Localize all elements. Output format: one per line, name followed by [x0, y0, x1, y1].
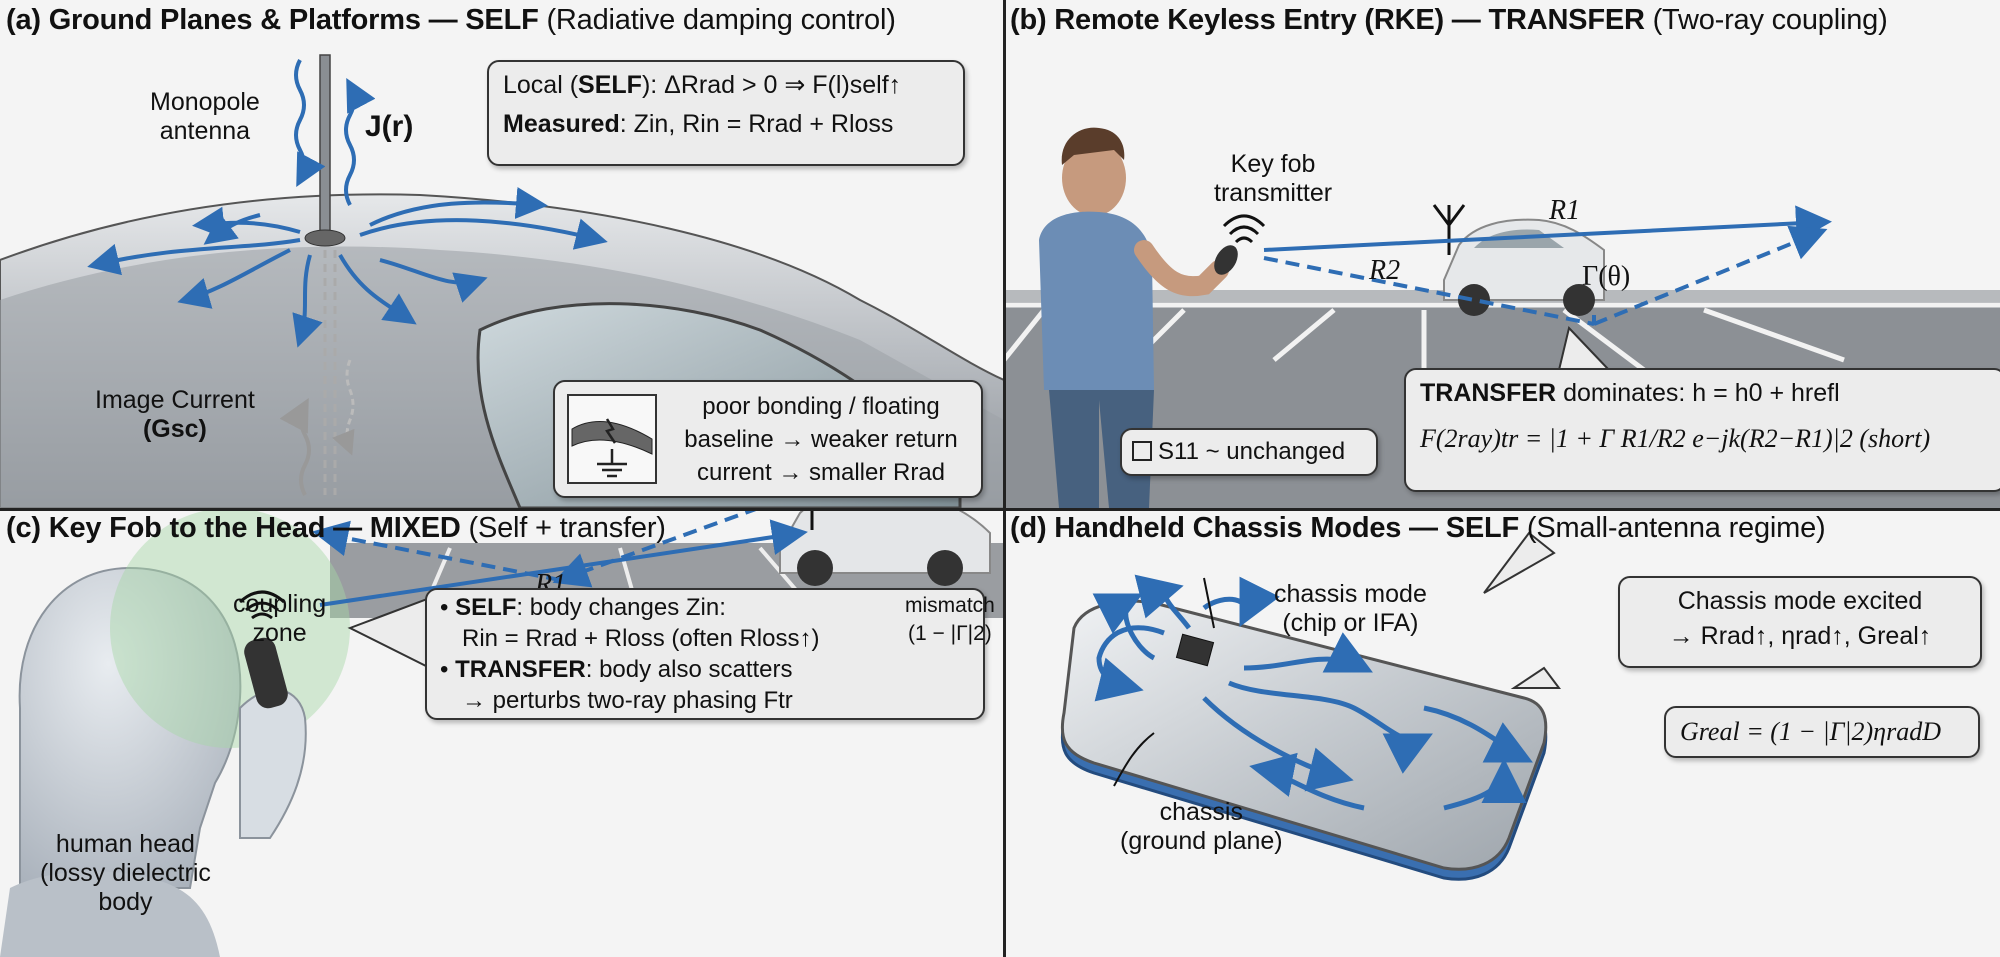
- vertical-divider: [1003, 0, 1006, 957]
- chassis-mode-label: chassis mode(chip or IFA): [1274, 580, 1427, 637]
- r2-label: R2: [1369, 255, 1401, 286]
- chip-antenna-icon: [1175, 633, 1215, 667]
- chassis-current-arrows: [1092, 574, 1533, 811]
- horizontal-divider: [0, 508, 2000, 511]
- transfer-box: TRANSFER dominates: h = h0 + hrefl F(2ra…: [1404, 368, 2000, 492]
- parked-car-c: [779, 508, 991, 586]
- reflected-ray-r2-a: [1263, 256, 1595, 326]
- panel-a-title: (a) Ground Planes & Platforms — SELF (Ra…: [6, 4, 896, 36]
- surface-current-arrows: [87, 187, 608, 348]
- panel-d: (d) Handheld Chassis Modes — SELF (Small…: [1004, 508, 2000, 957]
- panel-d-title: (d) Handheld Chassis Modes — SELF (Small…: [1010, 512, 1826, 544]
- signal-waves-icon-c: [238, 590, 286, 620]
- chassis-excited-box: Chassis mode excited → Rrad↑, ηrad↑, Gre…: [1618, 576, 1982, 668]
- panel-a: (a) Ground Planes & Platforms — SELF (Ra…: [0, 0, 1004, 508]
- bonding-note-box: poor bonding / floating baseline → weake…: [553, 380, 983, 498]
- chassis-label: chassis(ground plane): [1120, 798, 1283, 855]
- coupling-zone: [110, 508, 350, 748]
- human-head-figure: [0, 566, 242, 957]
- mixed-effects-box: [425, 588, 985, 720]
- panel-b-title: (b) Remote Keyless Entry (RKE) — TRANSFE…: [1010, 4, 1888, 36]
- signal-waves-icon: [1222, 214, 1266, 244]
- mixed-effects-text: • SELF: body changes Zin: Rin = Rrad + R…: [440, 594, 820, 714]
- mismatch-label: mismatch(1 − |Γ|2): [905, 594, 995, 645]
- person-figure: [1039, 127, 1238, 508]
- panel-b: (b) Remote Keyless Entry (RKE) — TRANSFE…: [1004, 0, 2000, 508]
- monopole-antenna-icon: [319, 54, 331, 236]
- r1-label: R1: [1549, 195, 1581, 226]
- panel-c: (c) Key Fob to the Head — MIXED (Self + …: [0, 508, 1004, 957]
- reflected-ray-r2-b: [1593, 225, 1828, 326]
- image-current-label: Image Current (Gsc): [95, 386, 255, 443]
- parked-car: [1443, 218, 1605, 316]
- panel-c-title: (c) Key Fob to the Head — MIXED (Self + …: [6, 512, 666, 544]
- panel-d-illustration: [1060, 531, 1561, 881]
- car-antenna-icon-c: [810, 508, 814, 530]
- s11-box: S11 ~ unchanged: [1120, 428, 1378, 476]
- two-ray-formula: F(2ray)tr = |1 + Γ R1/R2 e−jk(R2−R1)|2 (…: [1420, 424, 1931, 453]
- local-self-box: Local (SELF): ΔRrad > 0 ⇒ F(l)self↑ Meas…: [487, 60, 965, 166]
- direct-ray-r1: [1263, 205, 1832, 252]
- gamma-label: Γ(θ): [1582, 261, 1631, 292]
- ground-bond-icon: [567, 394, 657, 484]
- greal-formula-box: Greal = (1 − |Γ|2)ηradD: [1664, 706, 1980, 758]
- key-fob-icon: [244, 637, 288, 709]
- current-density-label: J(r): [365, 110, 414, 143]
- expand-icon: [1132, 441, 1152, 461]
